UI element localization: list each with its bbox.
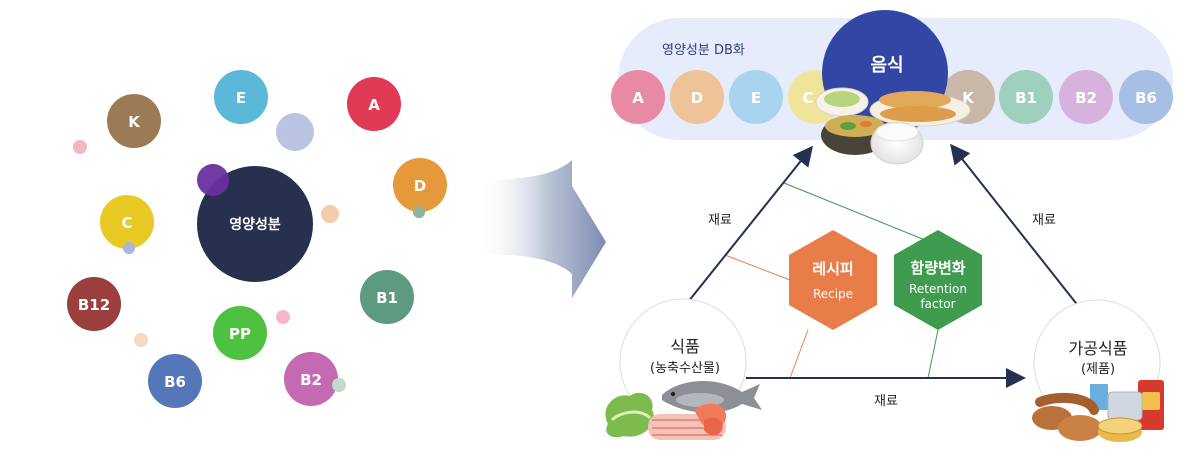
vitamin-b2: B2 (284, 352, 346, 406)
vitamin-d: D (393, 158, 447, 218)
vitamin-b1: B1 (360, 270, 414, 324)
nutrient-cluster: 영양성분 K E A D C B1 B12 (67, 70, 447, 408)
vitamin-label: C (121, 214, 132, 232)
db-item-label: B1 (1015, 89, 1037, 107)
flow-diagram: 재료 재료 재료 레시피 Recipe 함량변화 Retention facto… (605, 143, 1164, 442)
db-item-b1: B1 (999, 70, 1053, 124)
retention-subtitle-line2: factor (920, 297, 955, 311)
vitamin-label: E (236, 89, 246, 107)
db-item-label: C (802, 89, 813, 107)
ingredient-label-right: 재료 (1032, 213, 1056, 228)
processed-food-node: 가공식품 (제품) (1032, 299, 1164, 442)
db-item-b2: B2 (1059, 70, 1113, 124)
decor-dot (321, 205, 339, 223)
vitamin-c: C (100, 195, 154, 254)
vitamin-e: E (214, 70, 268, 124)
raw-food-subtitle: (농축수산물) (650, 361, 720, 376)
vitamin-label: K (128, 113, 141, 131)
decor-dot (73, 140, 87, 154)
arrow-processed-to-food (950, 143, 1084, 313)
db-item-label: K (962, 89, 975, 107)
arrow-raw-to-food (679, 145, 813, 313)
transition-arrow-icon (478, 160, 606, 298)
retention-title: 함량변화 (910, 259, 965, 277)
vitamin-label: B2 (300, 371, 322, 389)
ingredient-label-left: 재료 (708, 213, 732, 228)
retention-hexagon: 함량변화 Retention factor (894, 230, 982, 330)
vitamin-label: B12 (78, 296, 110, 314)
nutrient-center-circle (197, 166, 313, 282)
recipe-hexagon: 레시피 Recipe (789, 230, 877, 330)
recipe-subtitle: Recipe (813, 287, 853, 301)
db-panel-label: 영양성분 DB화 (662, 43, 745, 58)
nutrient-center-label: 영양성분 (229, 216, 281, 233)
packaged-food-icon (1032, 380, 1164, 442)
recipe-title: 레시피 (812, 260, 853, 278)
retention-subtitle-line1: Retention (909, 282, 967, 296)
decor-dot (276, 310, 290, 324)
vitamin-a: A (347, 77, 401, 131)
db-item-label: B2 (1075, 89, 1097, 107)
processed-food-title: 가공식품 (1069, 339, 1128, 358)
connector-line (783, 182, 926, 241)
vitamin-label: A (368, 96, 380, 114)
decor-dot (134, 333, 148, 347)
db-item-b6: B6 (1119, 70, 1173, 124)
processed-food-subtitle: (제품) (1081, 362, 1115, 377)
connector-line (927, 329, 939, 379)
connector-line (789, 329, 809, 379)
db-item-a: A (611, 70, 665, 124)
db-item-d: D (670, 70, 724, 124)
decor-dot (197, 164, 229, 196)
connector-line (724, 254, 791, 281)
decor-dot (276, 113, 314, 151)
raw-food-title: 식품 (670, 337, 699, 356)
ingredient-label-bottom: 재료 (874, 394, 898, 409)
vitamin-b12: B12 (67, 277, 121, 331)
db-item-label: D (691, 89, 703, 107)
db-item-label: E (751, 89, 761, 107)
dishes-icon (815, 87, 971, 165)
db-item-e: E (729, 70, 783, 124)
food-title: 음식 (870, 55, 903, 76)
db-item-label: A (632, 89, 644, 107)
db-item-label: B6 (1135, 89, 1157, 107)
vitamin-pp: PP (213, 306, 267, 360)
vitamin-label: B6 (164, 373, 186, 391)
seafood-vegetable-icon (605, 381, 762, 440)
vitamin-b6: B6 (148, 354, 202, 408)
vitamin-label: D (414, 177, 426, 195)
vitamin-k: K (107, 94, 161, 148)
vitamin-label: B1 (376, 289, 398, 307)
raw-food-node: 식품 (농축수산물) (605, 298, 762, 440)
vitamin-label: PP (229, 325, 251, 343)
db-panel: 영양성분 DB화 A D E C K B1 B2 (611, 10, 1173, 165)
